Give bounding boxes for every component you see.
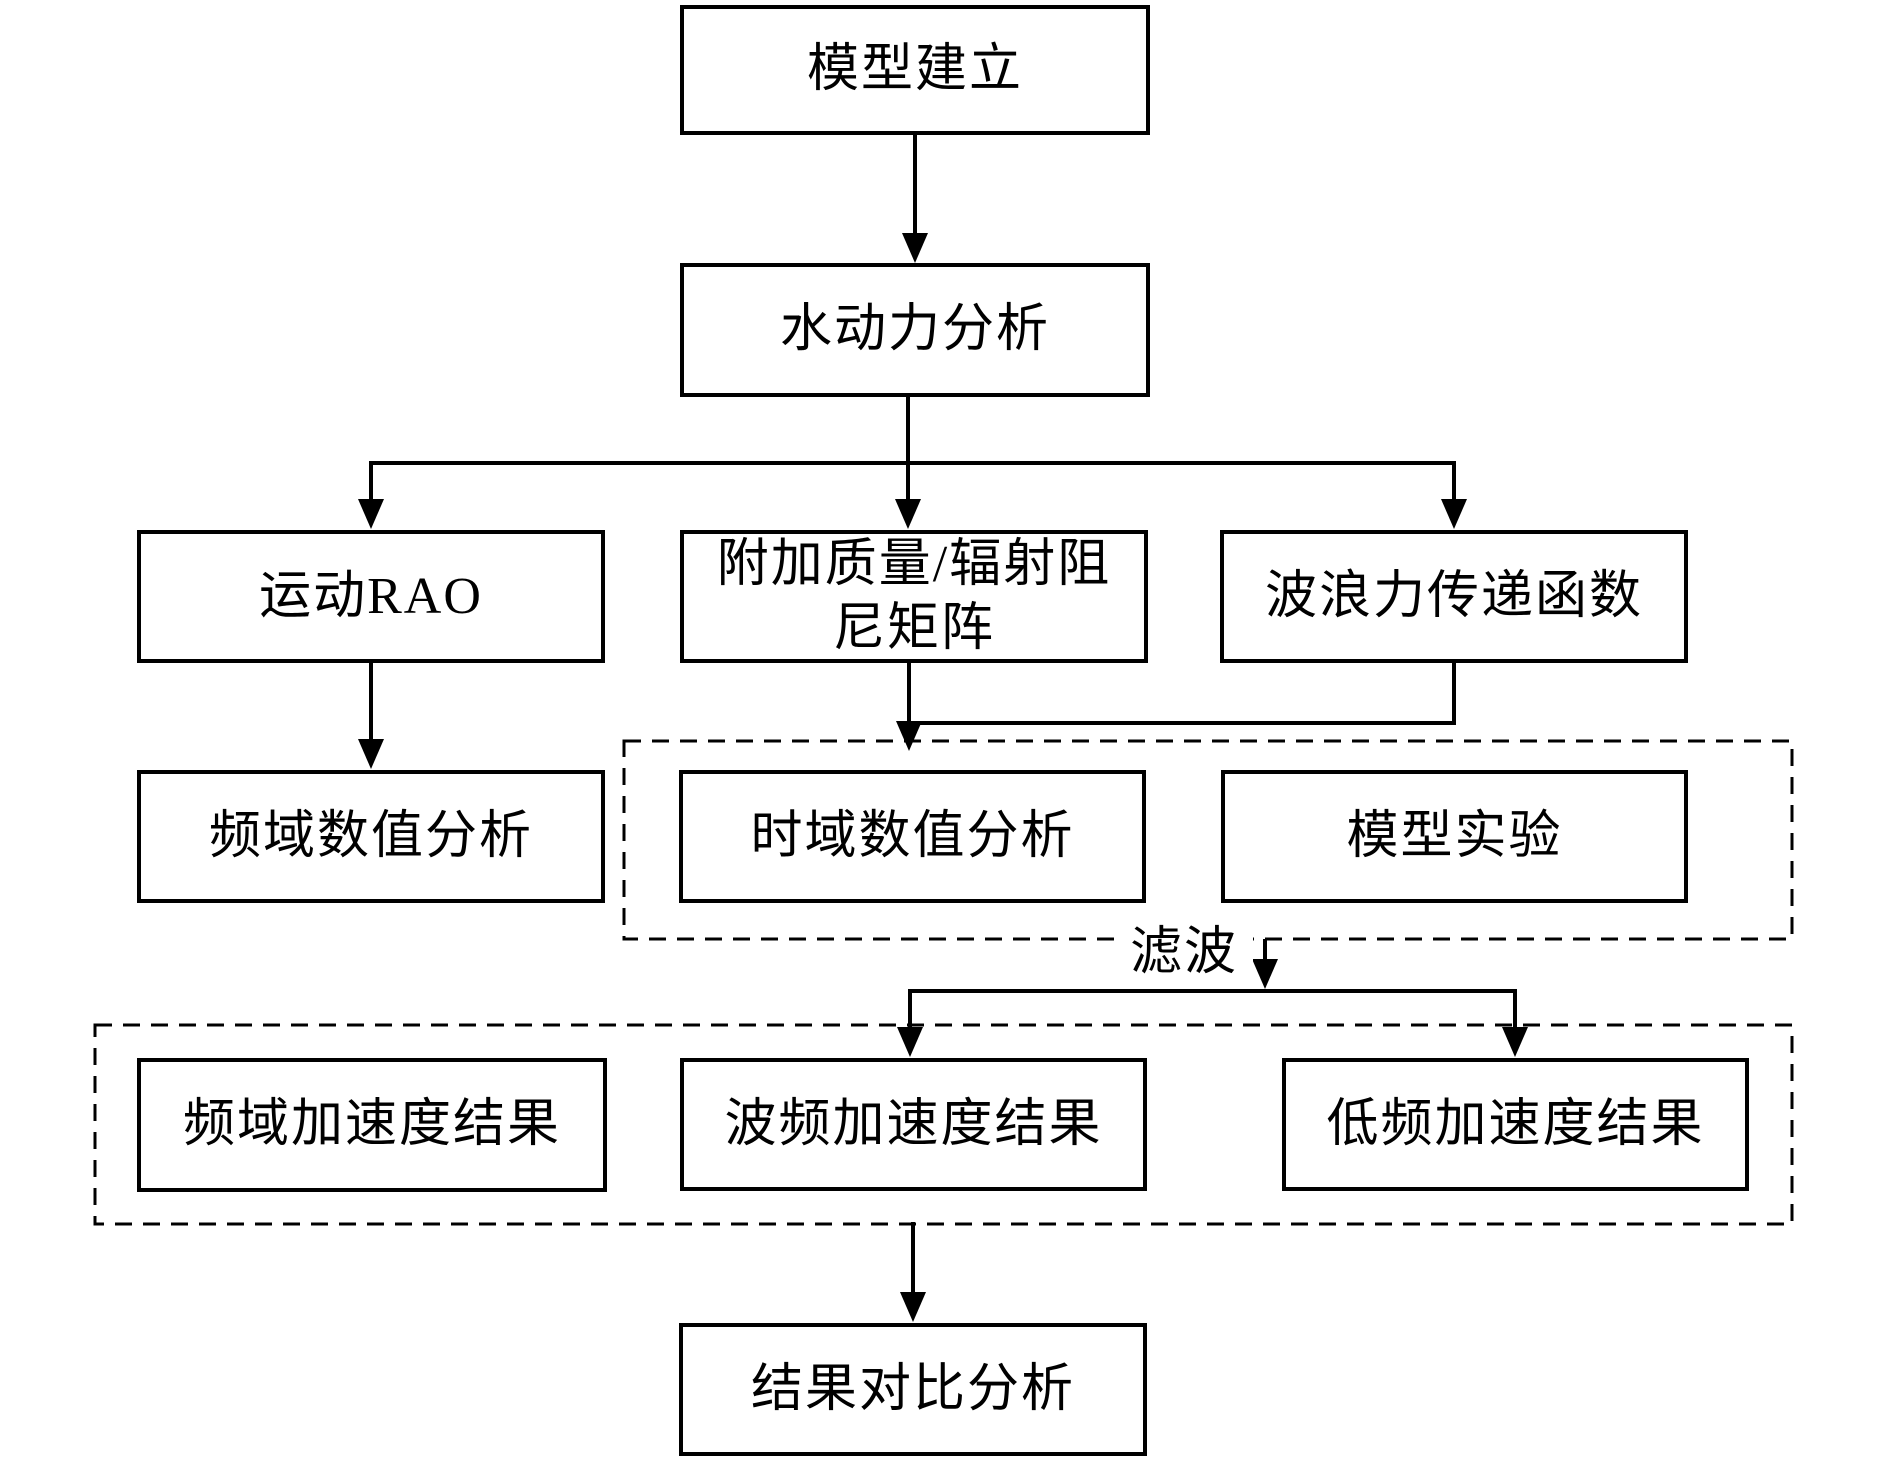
node-label: 频域加速度结果 <box>182 1096 561 1154</box>
node-time-domain-analysis: 时域数值分析 <box>679 770 1146 903</box>
node-label: 频域数值分析 <box>208 807 533 865</box>
results-group-outline <box>93 1023 1794 1226</box>
node-label: 运动RAO <box>259 567 483 625</box>
node-motion-rao: 运动RAO <box>137 530 605 663</box>
arrow-down-icon <box>897 1027 923 1057</box>
arrow-down-icon <box>1441 499 1467 529</box>
arrow-down-icon <box>1502 1027 1528 1057</box>
arrow-down-icon <box>895 499 921 529</box>
node-label: 模型实验 <box>1346 807 1563 865</box>
node-label-line1: 附加质量/辐射阻 <box>716 536 1112 594</box>
node-added-mass: 附加质量/辐射阻 尼矩阵 <box>680 530 1148 663</box>
arrow-down-icon <box>902 233 928 263</box>
edge-model-to-hydro <box>902 133 928 263</box>
simulation-group-outline <box>622 739 1794 941</box>
node-label: 波浪力传递函数 <box>1264 567 1643 625</box>
arrow-down-icon <box>896 721 922 751</box>
node-hydro-analysis: 水动力分析 <box>680 263 1150 397</box>
edge-rao-to-freq-domain <box>358 662 384 769</box>
node-wave-freq-accel-result: 波频加速度结果 <box>680 1058 1147 1191</box>
node-model-experiment: 模型实验 <box>1221 770 1688 903</box>
node-wave-force: 波浪力传递函数 <box>1220 530 1688 663</box>
node-result-comparison: 结果对比分析 <box>679 1323 1147 1456</box>
node-label: 时域数值分析 <box>750 807 1075 865</box>
node-label: 波频加速度结果 <box>724 1095 1103 1153</box>
node-label: 低频加速度结果 <box>1326 1095 1705 1153</box>
arrow-down-icon <box>358 739 384 769</box>
edge-filter-split <box>897 939 1528 1057</box>
node-freq-domain-analysis: 频域数值分析 <box>137 770 605 903</box>
node-low-freq-accel-result: 低频加速度结果 <box>1282 1058 1749 1191</box>
arrow-down-icon <box>358 499 384 529</box>
edge-to-time-domain <box>896 662 1456 751</box>
edge-hydro-branches <box>358 397 1467 529</box>
node-freq-accel-result: 频域加速度结果 <box>137 1058 607 1192</box>
node-label: 模型建立 <box>806 41 1023 99</box>
node-label: 结果对比分析 <box>750 1360 1075 1418</box>
node-label: 水动力分析 <box>779 301 1050 359</box>
filter-annotation: 滤波 <box>1115 918 1253 988</box>
node-model-building: 模型建立 <box>680 5 1150 135</box>
arrow-down-icon <box>900 1292 926 1322</box>
edge-results-to-comparison <box>900 1222 926 1322</box>
node-label-line2: 尼矩阵 <box>832 599 995 657</box>
arrow-down-icon <box>1252 959 1278 989</box>
